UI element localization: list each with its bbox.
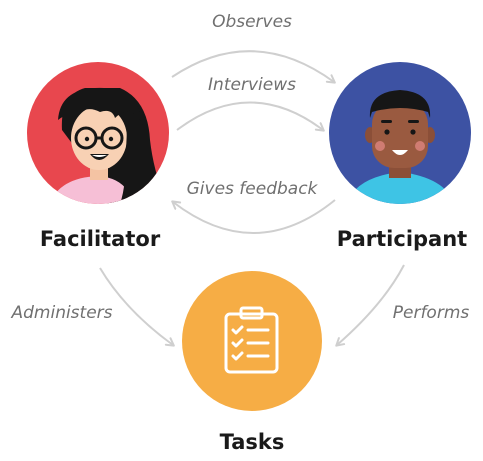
tasks-node <box>182 271 322 411</box>
observes-label: Observes <box>212 12 292 32</box>
observes-arrow <box>171 50 336 84</box>
gives-feedback-label: Gives feedback <box>187 179 319 199</box>
participant-label: Participant <box>337 227 467 251</box>
performs-arrow <box>335 264 405 347</box>
administers-label: Administers <box>10 303 112 323</box>
participant-avatar <box>329 62 471 204</box>
performs-label: Performs <box>393 303 470 323</box>
interviews-arrow <box>176 101 325 132</box>
interviews-label: Interviews <box>208 75 296 95</box>
administers-arrow <box>99 267 175 347</box>
clipboard-checklist-icon <box>224 306 279 374</box>
gives-feedback-arrow <box>171 199 336 234</box>
facilitator-label: Facilitator <box>40 227 161 251</box>
facilitator-avatar <box>27 62 169 204</box>
tasks-label: Tasks <box>220 430 285 454</box>
